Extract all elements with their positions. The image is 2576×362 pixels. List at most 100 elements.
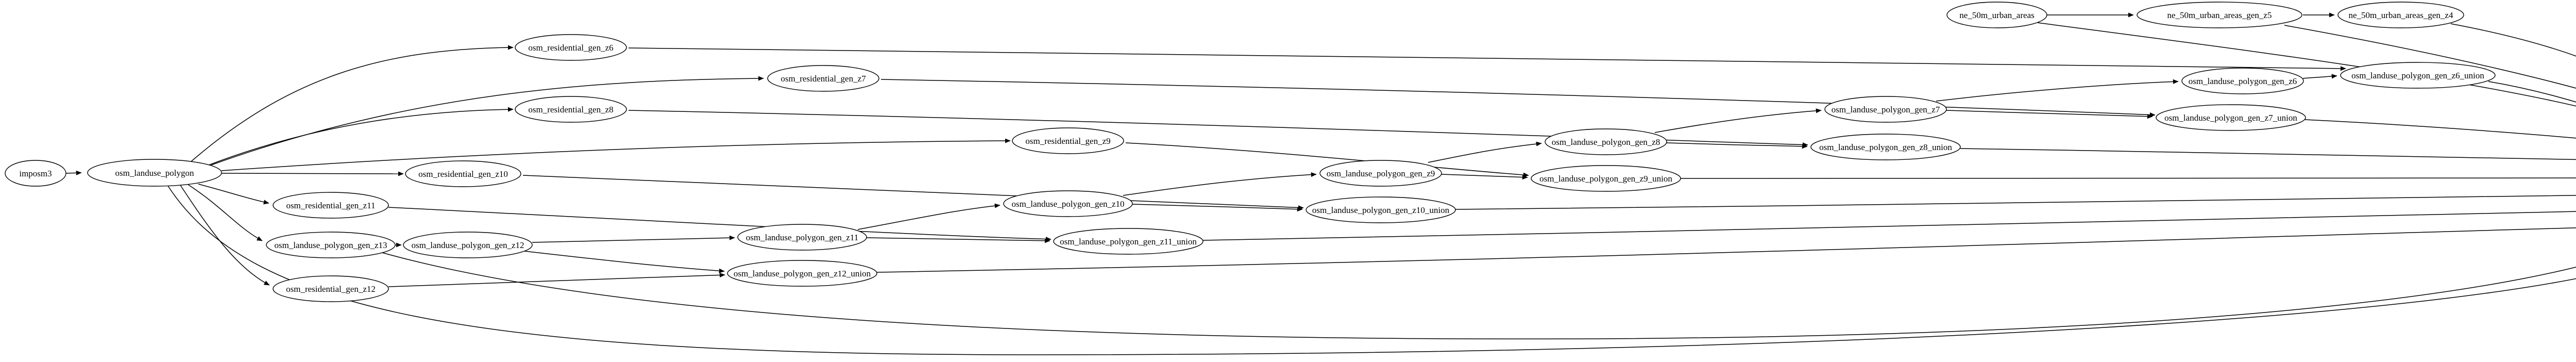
node-label: ne_50m_urban_areas_gen_z5 xyxy=(2167,10,2272,20)
node-ellipse xyxy=(1824,96,1947,123)
node-label: osm_landuse_polygon_gen_z8 xyxy=(1552,137,1660,147)
edge-z12-union-layer-z12 xyxy=(876,227,2576,273)
node-ellipse xyxy=(767,65,879,92)
node-ellipse xyxy=(1810,134,1961,160)
edge-polygon-gen-z13 xyxy=(188,184,263,241)
edge-gen-z6-z6-union xyxy=(2302,74,2337,79)
node-osm-landuse-polygon-gen-z13: osm_landuse_polygon_gen_z13 xyxy=(266,232,396,258)
node-ellipse xyxy=(1531,165,1681,192)
edge-res-z9-z9-union xyxy=(1125,142,1529,177)
node-label: ne_50m_urban_areas xyxy=(1959,10,2034,20)
node-label: osm_landuse_polygon_gen_z7_union xyxy=(2164,113,2297,123)
node-label: osm_residential_gen_z9 xyxy=(1025,136,1110,146)
node-ne-50m-urban-areas-gen-z4: ne_50m_urban_areas_gen_z4 xyxy=(2337,2,2464,28)
node-ellipse xyxy=(1012,127,1124,154)
node-label: osm_landuse_polygon_gen_z12_union xyxy=(734,269,871,278)
node-label: osm_residential_gen_z12 xyxy=(286,284,376,294)
node-ellipse xyxy=(515,34,627,61)
node-ellipse xyxy=(87,159,222,187)
node-osm-landuse-polygon-gen-z7-union: osm_landuse_polygon_gen_z7_union xyxy=(2156,104,2306,131)
node-label: osm_residential_gen_z6 xyxy=(528,43,613,53)
node-osm-landuse-polygon-gen-z8: osm_landuse_polygon_gen_z8 xyxy=(1545,128,1667,155)
node-osm-residential-gen-z11: osm_residential_gen_z11 xyxy=(273,192,389,219)
node-label: osm_landuse_polygon_gen_z7 xyxy=(1832,105,1940,114)
edge-res-z7-z7-union xyxy=(880,79,2156,118)
edge-z8-union-layer-z8 xyxy=(1960,148,2576,160)
node-ellipse xyxy=(1946,2,2047,28)
node-label: osm_landuse_polygon_gen_z8_union xyxy=(1819,142,1952,152)
node-ellipse xyxy=(266,232,396,258)
node-ellipse xyxy=(2181,68,2304,94)
edge-gen-z11-gen-z10 xyxy=(857,203,1001,230)
node-ellipse xyxy=(405,160,521,187)
node-osm-residential-gen-z7: osm_residential_gen_z7 xyxy=(767,65,879,92)
node-osm-landuse-polygon-gen-z9: osm_landuse_polygon_gen_z9 xyxy=(1319,160,1442,187)
node-ellipse xyxy=(2156,104,2306,131)
edge-gen-z9-z9-union xyxy=(1441,174,1528,180)
edge-polygon-res-z12 xyxy=(180,185,270,286)
edge-res-z12-z12-union xyxy=(388,272,725,287)
node-ellipse xyxy=(1319,160,1442,187)
node-ellipse xyxy=(1545,128,1667,155)
node-label: osm_landuse_polygon_gen_z6 xyxy=(2189,76,2297,86)
node-label: osm_landuse_polygon_gen_z9 xyxy=(1327,169,1435,178)
node-osm-landuse-polygon-gen-z6-union: osm_landuse_polygon_gen_z6_union xyxy=(2340,62,2496,89)
edge-gen-z8-gen-z7 xyxy=(1654,108,1822,133)
node-ellipse xyxy=(515,96,627,123)
edge-res-z6-z6-union xyxy=(628,47,2346,71)
node-label: imposm3 xyxy=(19,169,52,178)
edge-z6-union-layer-z6 xyxy=(2488,81,2576,103)
node-osm-landuse-polygon-gen-z6: osm_landuse_polygon_gen_z6 xyxy=(2181,68,2304,94)
node-ellipse xyxy=(2340,62,2496,89)
node-label: osm_landuse_polygon_gen_z6_union xyxy=(2351,71,2484,80)
edge-gen-z7-z7-union xyxy=(1946,110,2153,119)
node-ellipse xyxy=(2137,2,2302,28)
node-osm-residential-gen-z10: osm_residential_gen_z10 xyxy=(405,160,521,187)
node-ellipse xyxy=(273,275,389,302)
node-ellipse xyxy=(2337,2,2464,28)
node-ellipse xyxy=(403,232,533,258)
node-ellipse xyxy=(1053,228,1204,255)
node-label: osm_residential_gen_z7 xyxy=(781,74,866,84)
edge-polygon-res-z9 xyxy=(221,138,1011,171)
node-osm-residential-gen-z8: osm_residential_gen_z8 xyxy=(515,96,627,123)
edge-res-z10-z10-union xyxy=(522,175,1304,210)
node-label: osm_landuse_polygon_gen_z11 xyxy=(746,233,858,242)
node-ellipse xyxy=(273,192,389,219)
edge-gen-z8-z8-union xyxy=(1666,142,1808,149)
edge-polygon-res-z8 xyxy=(206,107,514,167)
node-osm-landuse-polygon-gen-z9-union: osm_landuse_polygon_gen_z9_union xyxy=(1531,165,1681,192)
edge-gen-z11-z11-union xyxy=(866,237,1050,243)
edge-polygon-res-z6 xyxy=(190,45,514,162)
node-label: osm_landuse_polygon_gen_z12 xyxy=(411,240,524,250)
edge-gen-z7-gen-z6 xyxy=(1936,79,2179,102)
node-label: osm_residential_gen_z8 xyxy=(528,105,613,114)
edge-gen-z10-z10-union xyxy=(1132,204,1303,212)
node-label: osm_landuse_polygon_gen_z10_union xyxy=(1312,205,1450,215)
node-ellipse xyxy=(1003,190,1133,217)
node-osm-landuse-polygon-gen-z10-union: osm_landuse_polygon_gen_z10_union xyxy=(1306,196,1456,223)
node-osm-residential-gen-z6: osm_residential_gen_z6 xyxy=(515,34,627,61)
node-ellipse xyxy=(737,224,867,251)
node-osm-landuse-polygon-gen-z12-union: osm_landuse_polygon_gen_z12_union xyxy=(727,260,877,287)
node-ne-50m-urban-areas: ne_50m_urban_areas xyxy=(1946,2,2047,28)
node-label: osm_landuse_polygon_gen_z13 xyxy=(274,240,387,250)
node-label: osm_landuse_polygon_gen_z11_union xyxy=(1060,237,1197,246)
edge-gen-z13-layer-z13 xyxy=(382,252,2576,340)
edge-polygon-res-z11 xyxy=(198,184,269,205)
node-label: ne_50m_urban_areas_gen_z4 xyxy=(2349,10,2453,20)
edge-z10-union-layer-z10 xyxy=(1455,195,2576,210)
node-ellipse xyxy=(727,260,877,287)
node-osm-landuse-polygon-gen-z12: osm_landuse_polygon_gen_z12 xyxy=(403,232,533,258)
node-ne-50m-urban-areas-gen-z5: ne_50m_urban_areas_gen_z5 xyxy=(2137,2,2302,28)
node-osm-residential-gen-z9: osm_residential_gen_z9 xyxy=(1012,127,1124,154)
node-label: osm_landuse_polygon_gen_z10 xyxy=(1011,199,1124,209)
node-label: osm_residential_gen_z10 xyxy=(418,169,508,179)
node-osm-landuse-polygon-gen-z8-union: osm_landuse_polygon_gen_z8_union xyxy=(1810,134,1961,160)
node-ellipse xyxy=(5,160,66,187)
node-label: osm_residential_gen_z11 xyxy=(286,201,375,210)
node-osm-residential-gen-z12: osm_residential_gen_z12 xyxy=(273,275,389,302)
edge-gen-z10-gen-z9 xyxy=(1123,172,1317,196)
